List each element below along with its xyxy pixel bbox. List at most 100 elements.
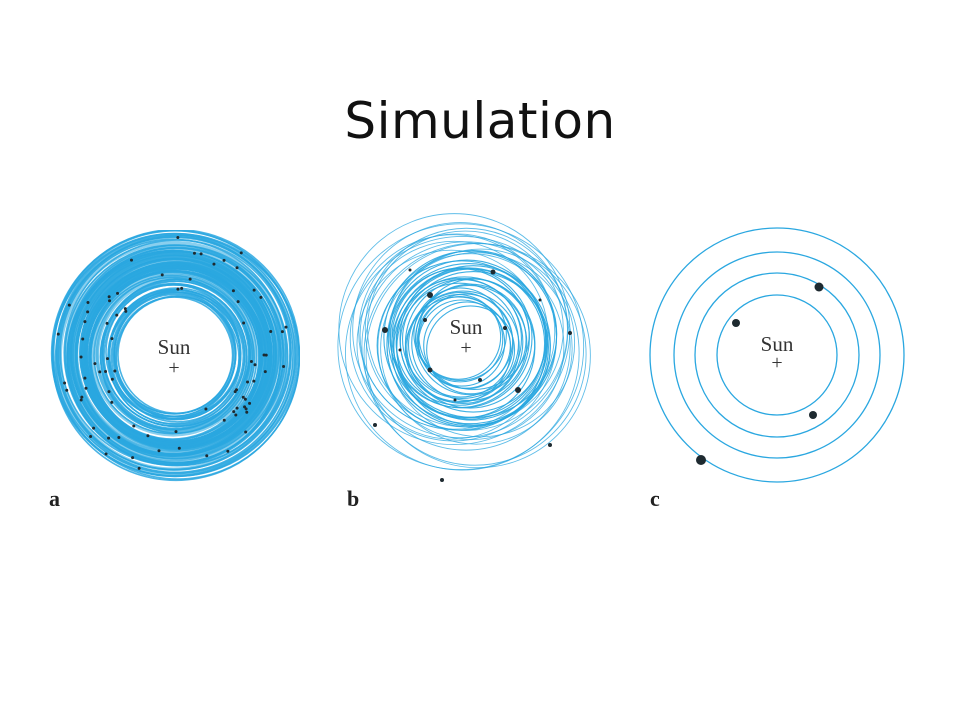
planetesimal-dot bbox=[232, 410, 236, 414]
orbit-ring bbox=[716, 294, 838, 416]
planetesimal-dot bbox=[222, 418, 226, 422]
orbit-ring bbox=[399, 265, 547, 413]
planetesimal-dot bbox=[244, 407, 248, 411]
planetesimal-dot bbox=[235, 266, 239, 270]
orbit-ring bbox=[64, 244, 285, 464]
protoplanet-dot bbox=[373, 423, 377, 427]
planetesimal-dot bbox=[235, 388, 239, 392]
planet-dot bbox=[732, 319, 740, 327]
planetesimal-dot bbox=[107, 390, 111, 394]
planetesimal-dot bbox=[86, 310, 90, 314]
orbit-ring bbox=[407, 291, 514, 398]
planetesimal-dot bbox=[84, 386, 88, 390]
planetesimal-dot bbox=[204, 407, 208, 411]
planetesimals-a bbox=[56, 236, 288, 470]
planetesimal-dot bbox=[157, 449, 161, 453]
planetesimal-dot bbox=[236, 300, 240, 304]
planetesimal-dot bbox=[239, 251, 243, 255]
protoplanets-b bbox=[373, 268, 572, 482]
planetesimal-dot bbox=[180, 286, 184, 290]
planetesimal-dot bbox=[269, 329, 273, 333]
planetesimal-dot bbox=[104, 370, 108, 374]
planetesimal-dot bbox=[83, 320, 87, 324]
planetesimal-dot bbox=[245, 410, 249, 414]
planetesimal-dot bbox=[110, 337, 114, 341]
orbit-diagram-b: Sun + bbox=[337, 213, 591, 482]
orbit-ring bbox=[356, 249, 547, 440]
orbit-ring bbox=[51, 230, 300, 478]
orbit-ring bbox=[396, 271, 551, 426]
orbit-ring bbox=[365, 243, 591, 469]
planetesimal-dot bbox=[79, 398, 83, 402]
orbit-ring bbox=[90, 271, 257, 437]
planetesimal-dot bbox=[248, 401, 252, 405]
panel-label-a: a bbox=[49, 486, 60, 511]
planetesimal-dot bbox=[242, 321, 246, 325]
planetesimal-dot bbox=[56, 332, 60, 336]
protoplanet-dot bbox=[548, 443, 552, 447]
orbit-ring bbox=[417, 293, 514, 389]
protoplanet-dot bbox=[453, 398, 457, 402]
planetesimal-dot bbox=[226, 449, 230, 453]
planetesimal-dot bbox=[98, 370, 102, 374]
orbit-rings-c bbox=[649, 227, 905, 483]
planetesimal-dot bbox=[177, 446, 181, 450]
planetesimal-dot bbox=[176, 236, 180, 240]
sun-label-c: Sun bbox=[761, 332, 794, 356]
planetesimal-dot bbox=[264, 353, 268, 357]
protoplanet-dot bbox=[568, 331, 572, 335]
planetesimal-dot bbox=[137, 466, 141, 470]
planetesimal-dot bbox=[176, 287, 180, 291]
protoplanet-dot bbox=[382, 327, 388, 333]
planetesimal-dot bbox=[263, 370, 267, 374]
planetesimal-dot bbox=[259, 295, 263, 299]
planetesimal-dot bbox=[131, 456, 135, 460]
planetesimal-dot bbox=[124, 309, 128, 313]
sun-marker-a: + bbox=[168, 357, 179, 379]
protoplanet-dot bbox=[440, 478, 444, 482]
planetesimal-dot bbox=[89, 435, 93, 439]
planetesimal-dot bbox=[243, 397, 247, 401]
orbit-ring bbox=[95, 276, 253, 433]
planet-dot bbox=[814, 282, 824, 292]
orbit-ring bbox=[386, 248, 576, 438]
planetesimal-dot bbox=[241, 395, 245, 399]
planetesimal-dot bbox=[192, 251, 196, 255]
planetesimal-dot bbox=[107, 295, 111, 299]
planetesimal-dot bbox=[249, 359, 253, 363]
planetesimal-dot bbox=[199, 252, 203, 256]
planetesimal-dot bbox=[282, 364, 286, 368]
planetesimal-dot bbox=[67, 303, 71, 307]
protoplanet-dot bbox=[515, 387, 521, 393]
planetesimal-dot bbox=[113, 369, 117, 373]
planetesimal-dot bbox=[65, 388, 69, 392]
planetesimal-dot bbox=[93, 362, 97, 366]
protoplanet-dot bbox=[423, 318, 427, 322]
orbit-ring bbox=[413, 287, 507, 381]
planetesimal-dot bbox=[132, 424, 136, 428]
orbit-ring bbox=[58, 240, 289, 471]
orbit-ring bbox=[361, 241, 571, 451]
planetesimal-dot bbox=[104, 452, 108, 456]
planetesimal-dot bbox=[212, 262, 216, 266]
planetesimal-dot bbox=[106, 357, 110, 361]
planetesimal-dot bbox=[253, 363, 257, 367]
planetesimal-dot bbox=[105, 321, 109, 325]
panel-label-c: c bbox=[650, 486, 660, 511]
protoplanet-dot bbox=[538, 298, 542, 302]
orbit-ring bbox=[367, 230, 564, 428]
orbit-ring bbox=[380, 252, 573, 445]
planetesimal-dot bbox=[205, 454, 209, 458]
orbit-ring bbox=[395, 278, 524, 406]
planetesimal-dot bbox=[108, 299, 112, 303]
orbit-ring bbox=[401, 278, 523, 400]
orbit-ring bbox=[55, 235, 297, 476]
orbit-ring bbox=[416, 295, 504, 383]
orbit-ring bbox=[111, 292, 237, 418]
orbit-ring bbox=[377, 253, 565, 441]
planetesimal-dot bbox=[63, 381, 67, 385]
orbit-ring bbox=[414, 283, 527, 396]
protoplanet-dot bbox=[503, 326, 507, 330]
planetesimal-dot bbox=[92, 426, 96, 430]
planetesimal-dot bbox=[235, 406, 239, 410]
